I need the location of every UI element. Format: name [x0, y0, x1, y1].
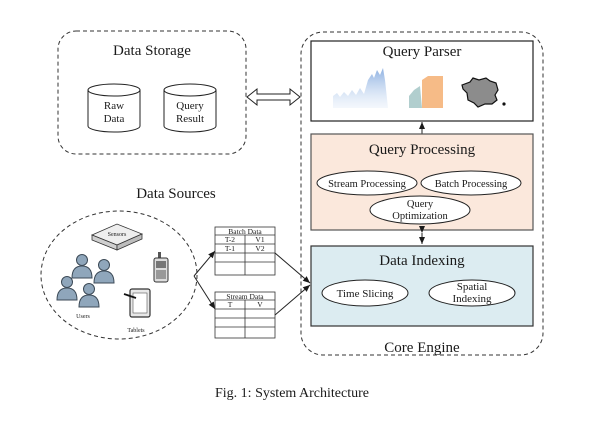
query-result-label-1: Query [176, 100, 204, 112]
batch-processing-node [420, 170, 522, 196]
tablet-icon [123, 288, 151, 318]
data-sources-title: Data Sources [136, 186, 216, 202]
tablets-label: Tablets [127, 328, 145, 334]
france-map-icon [461, 77, 506, 108]
users-icon [56, 254, 115, 308]
sources-to-batch-arrow [193, 250, 216, 277]
query-parser-title: Query Parser [383, 44, 462, 60]
batch-processing-label: Batch Processing [435, 179, 508, 190]
core-engine-label: Core Engine [384, 340, 460, 356]
query-parser-box: Query Parser [310, 40, 534, 122]
query-result-label-2: Result [176, 113, 204, 125]
raw-data-cylinder: Raw Data [87, 83, 141, 133]
batch-cell: T-2 [225, 235, 235, 244]
batch-cell: V2 [255, 244, 264, 253]
stream-cell: V [257, 300, 263, 309]
sensors-label: Sensors [108, 232, 127, 238]
storage-core-double-arrow [246, 87, 301, 107]
query-optimization-label-2: Optimization [392, 211, 448, 222]
data-storage-title: Data Storage [113, 43, 191, 59]
stream-data-table [214, 291, 276, 339]
query-optimization-label-1: Query [407, 199, 434, 210]
spatial-indexing-label-2: Indexing [452, 293, 492, 305]
core-engine-group: Core Engine Query Parser Query Processin… [300, 31, 544, 356]
batch-to-indexing-arrow [274, 252, 311, 284]
data-indexing-box: Data Indexing Time Slicing Spatial Index… [310, 245, 534, 327]
batch-cell: V1 [255, 235, 264, 244]
query-result-cylinder: Query Result [163, 83, 217, 133]
spatial-indexing-label-1: Spatial [457, 281, 488, 293]
query-processing-box: Query Processing Stream Processing Batch… [310, 133, 534, 231]
data-storage-group: Data Storage Raw Data Query Result [57, 30, 247, 155]
users-label: Users [76, 314, 90, 320]
stream-processing-node [316, 170, 418, 196]
query-processing-title: Query Processing [369, 142, 476, 158]
batch-cell: T-1 [225, 244, 235, 253]
stream-processing-label: Stream Processing [328, 179, 407, 190]
sources-to-stream-arrow [193, 275, 216, 310]
stream-cell: T [228, 300, 233, 309]
core-engine-container [300, 31, 544, 356]
figure-caption: Fig. 1: System Architecture [215, 386, 369, 401]
stream-to-indexing-arrow [274, 284, 311, 316]
mobile-phone-icon [153, 252, 169, 283]
time-slicing-label: Time Slicing [337, 288, 394, 300]
query-optimization-node [369, 195, 471, 225]
stream-data-title: Stream Data [226, 292, 264, 301]
area-chart-icon [409, 76, 443, 108]
raw-data-label-1: Raw [104, 100, 124, 112]
data-sources-container [40, 210, 198, 340]
spatial-indexing-node [428, 279, 516, 307]
data-sources-group: Data Sources Sensors Users [40, 186, 216, 340]
raw-data-label-2: Data [104, 113, 125, 125]
batch-data-table [214, 226, 276, 276]
batch-data-title: Batch Data [228, 227, 262, 236]
bar-chart-icon [333, 68, 388, 108]
time-slicing-node [321, 279, 409, 307]
data-indexing-title: Data Indexing [379, 253, 465, 269]
data-storage-container [57, 30, 247, 155]
sensors-icon: Sensors [90, 223, 144, 251]
